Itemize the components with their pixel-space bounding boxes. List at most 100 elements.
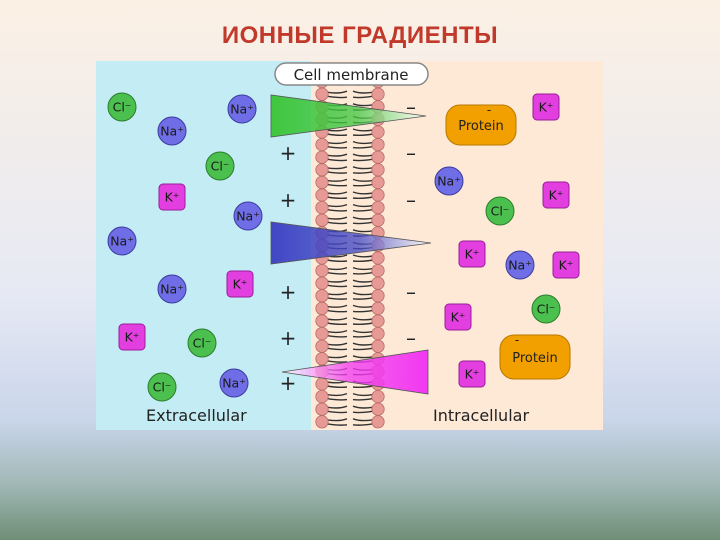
lipid-tail [326, 284, 348, 288]
ion-shape [458, 240, 486, 268]
ion-label: K⁺ [165, 190, 180, 205]
lipid-tail [326, 271, 348, 275]
ion-shape [147, 372, 177, 402]
lipid-tail [352, 292, 374, 296]
lipid-tail [326, 292, 348, 296]
lipid-head [315, 377, 329, 391]
lipid-tail [326, 279, 348, 283]
ion-label: Cl⁻ [193, 336, 212, 351]
lipid-tail [352, 128, 374, 132]
lipid-tail [326, 329, 348, 334]
lipid-head [371, 188, 385, 202]
ion-shape [444, 303, 472, 331]
lipid-tail [352, 208, 374, 212]
ion-k: K⁺ [542, 181, 570, 209]
cl-concentration-gradient [281, 349, 429, 395]
ion-cl: Cl⁻ [531, 294, 561, 324]
lipid-tail [352, 342, 374, 346]
lipid-head [371, 125, 385, 139]
cell-membrane-label-text: Cell membrane [294, 66, 409, 84]
ion-label: Cl⁻ [211, 159, 230, 174]
lipid-tail [352, 229, 374, 233]
ion-label: Na⁺ [508, 258, 532, 273]
protein-charge: - [487, 103, 491, 117]
lipid-tail [352, 183, 374, 187]
lipid-tail [352, 304, 374, 308]
ion-label: K⁺ [233, 277, 248, 292]
lipid-head [315, 352, 329, 366]
ion-label: Cl⁻ [491, 204, 510, 219]
intracellular-label: Intracellular [433, 406, 529, 425]
ion-k: K⁺ [552, 251, 580, 279]
ion-na: Na⁺ [157, 116, 187, 146]
ion-shape [219, 368, 249, 398]
lipid-head [371, 163, 385, 177]
lipid-head [315, 289, 329, 303]
lipid-tail [352, 166, 374, 170]
lipid-head [371, 314, 385, 328]
ion-label: K⁺ [125, 330, 140, 345]
lipid-head [315, 415, 329, 429]
lipid-head [315, 175, 329, 190]
lipid-head [315, 150, 329, 164]
lipid-tail [326, 322, 348, 326]
lipid-tail [352, 266, 374, 271]
lipid-head [371, 415, 385, 429]
lipid-tail [326, 153, 348, 157]
ion-shape [157, 116, 187, 146]
lipid-tail [326, 309, 348, 313]
ion-shape [531, 294, 561, 324]
k-concentration-gradient [270, 94, 427, 138]
protein-anions: -Protein-Protein [445, 103, 571, 380]
lipid-tail [352, 178, 374, 182]
positive-charge: + [280, 280, 297, 304]
ion-shape [532, 93, 560, 121]
lipid-tail [326, 397, 348, 401]
ion-shape [233, 201, 263, 231]
lipid-tail [352, 259, 374, 263]
ion-label: K⁺ [451, 310, 466, 325]
lipid-tail [352, 392, 374, 397]
protein-anion: -Protein [445, 103, 517, 146]
ion-label: Na⁺ [160, 124, 184, 139]
lipid-tail [352, 297, 374, 300]
lipid-head [371, 87, 385, 101]
lipid-tail [326, 196, 348, 200]
lipid-tail [326, 410, 348, 414]
lipid-tail [352, 418, 374, 422]
lipid-tail [352, 221, 374, 225]
ion-cl: Cl⁻ [147, 372, 177, 402]
ion-na: Na⁺ [219, 368, 249, 398]
lipid-head [371, 138, 385, 152]
negative-charge: – [406, 95, 416, 119]
lipid-tail [326, 183, 348, 187]
lipid-head [315, 188, 329, 202]
lipid-tail [326, 90, 348, 94]
lipid-tail [326, 216, 348, 220]
lipid-head [315, 339, 329, 353]
lipid-tail [352, 196, 374, 200]
lipid-tail [352, 140, 374, 145]
lipid-head [371, 326, 385, 341]
lipid-tail [326, 334, 348, 338]
lipid-tail [326, 221, 348, 225]
ion-k: K⁺ [458, 360, 486, 388]
extracellular-label: Extracellular [146, 406, 247, 425]
ion-label: Na⁺ [110, 234, 134, 249]
lipid-tail [326, 385, 348, 389]
lipid-tail [352, 334, 374, 338]
lipid-tail [326, 266, 348, 271]
ion-na: Na⁺ [434, 166, 464, 196]
ion-shape [118, 323, 146, 351]
ion-na: Na⁺ [233, 201, 263, 231]
lipid-tail [352, 279, 374, 283]
lipid-tail [326, 304, 348, 308]
lipid-tail [326, 423, 348, 426]
ion-shape [434, 166, 464, 196]
ion-shape [107, 226, 137, 256]
ion-cl: Cl⁻ [205, 151, 235, 181]
ion-k: K⁺ [458, 240, 486, 268]
lipid-tail [326, 208, 348, 212]
concentration-gradients [270, 94, 432, 395]
ion-k: K⁺ [118, 323, 146, 351]
